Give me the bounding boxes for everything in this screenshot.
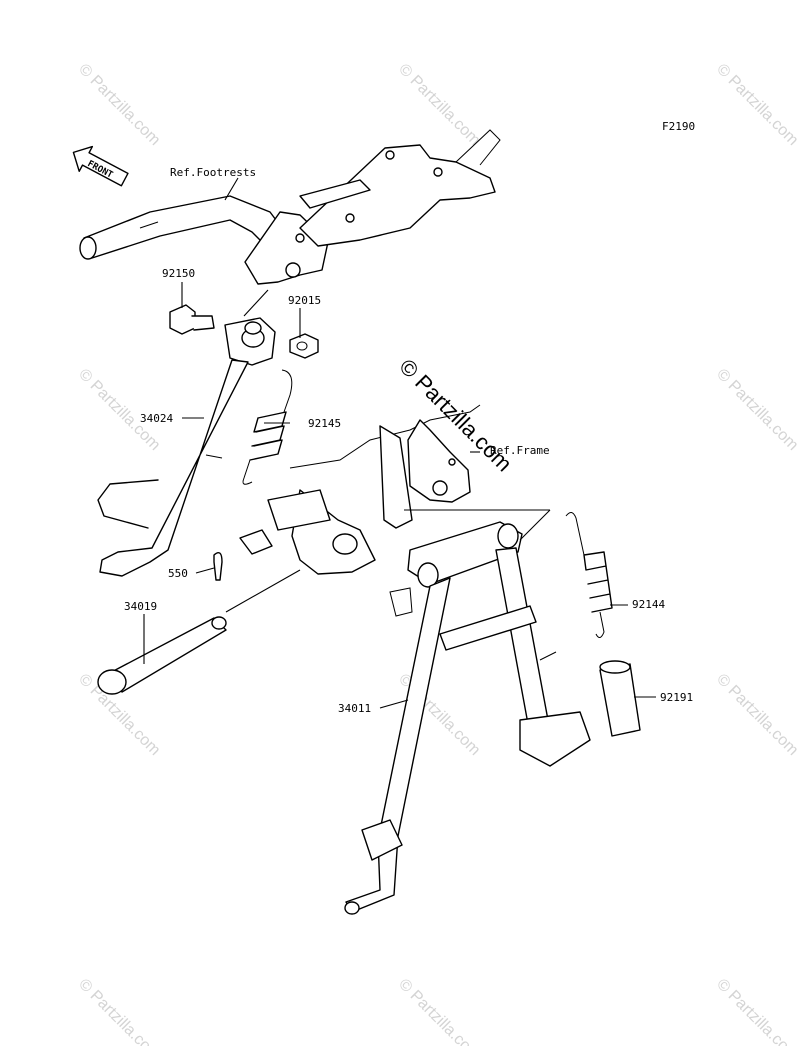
watermark: © Partzilla.com: [395, 976, 483, 1046]
part-label: 550: [168, 567, 188, 580]
center-stand-34011: [344, 521, 591, 915]
watermark: © Partzilla.com: [75, 976, 163, 1046]
nut-92015: [244, 321, 319, 359]
watermark: © Partzilla.com: [75, 366, 163, 454]
cotter-pin-550: [213, 552, 223, 581]
side-stand-34024: [97, 317, 276, 577]
part-label: 92145: [308, 417, 341, 430]
front-arrow-icon: FRONT: [72, 145, 129, 187]
watermark: © Partzilla.com: [713, 976, 800, 1046]
watermark: © Partzilla.com: [713, 366, 800, 454]
part-label: 92150: [162, 267, 195, 280]
bolt-92150: [169, 304, 215, 335]
watermark: © Partzilla.com: [713, 61, 800, 149]
label-layer: Ref.Footrests 92150 92015 34024 92145 Re…: [124, 166, 693, 715]
part-label: 34019: [124, 600, 157, 613]
figure-code: F2190: [662, 120, 695, 133]
part-label: 92015: [288, 294, 321, 307]
ref-frame-label: Ref.Frame: [490, 444, 550, 457]
part-label: 34011: [338, 702, 371, 715]
part-label: 92191: [660, 691, 693, 704]
watermark: © Partzilla.com: [395, 61, 483, 149]
leader-lines: [143, 177, 656, 709]
watermark: © Partzilla.com: [713, 671, 800, 759]
stopper-rubber-92191: [599, 660, 641, 737]
ref-footrests-label: Ref.Footrests: [170, 166, 256, 179]
footrest-assembly: [79, 129, 501, 285]
watermark: © Partzilla.com: [75, 61, 163, 149]
spring-92144: [565, 512, 613, 638]
frame-bracket: [239, 404, 481, 575]
pivot-shaft-34019: [97, 616, 227, 695]
part-label: 92144: [632, 598, 665, 611]
part-label: 34024: [140, 412, 173, 425]
spring-92145: [242, 369, 293, 485]
